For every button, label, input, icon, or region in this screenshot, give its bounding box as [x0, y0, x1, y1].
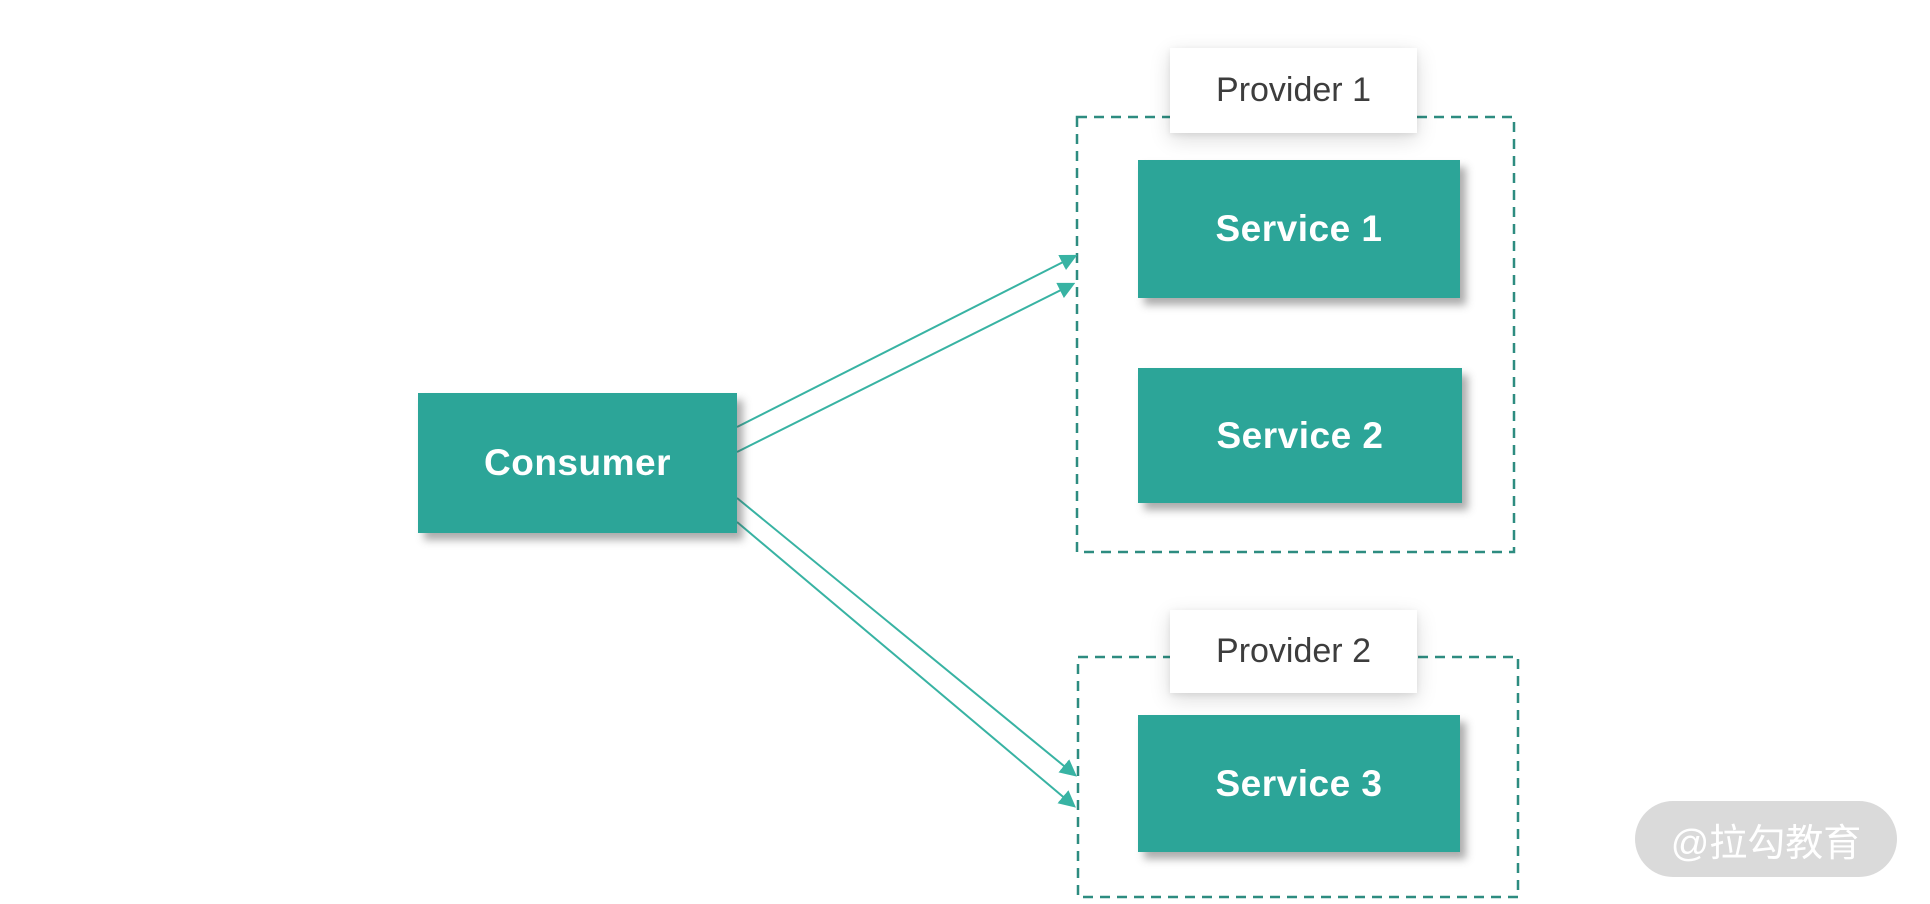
watermark-badge: @拉勾教育: [1635, 801, 1897, 877]
service-1-node: Service 1: [1138, 160, 1460, 298]
service-3-node-label: Service 3: [1215, 762, 1383, 804]
service-2-node-label: Service 2: [1216, 414, 1384, 456]
provider-1-group-label: Provider 1: [1170, 48, 1417, 133]
arrow-consumer-to-provider1-b: [736, 282, 1076, 453]
provider-2-label-text: Provider 2: [1216, 632, 1371, 670]
arrow-consumer-to-provider1-a: [736, 254, 1078, 428]
provider-1-group-border: [1075, 115, 1516, 554]
service-1-node-label: Service 1: [1215, 208, 1383, 249]
watermark-text: @拉勾教育: [1670, 822, 1862, 865]
consumer-node-label: Consumer: [484, 442, 671, 483]
service-2-node: Service 2: [1138, 368, 1462, 503]
service-3-node: Service 3: [1138, 715, 1460, 852]
consumer-node: Consumer: [418, 393, 737, 533]
provider-2-group-label: Provider 2: [1170, 610, 1417, 693]
provider-1-label-text: Provider 1: [1216, 71, 1371, 109]
arrow-consumer-to-provider2-a: [736, 497, 1077, 777]
arrow-consumer-to-provider2-b: [736, 521, 1076, 808]
